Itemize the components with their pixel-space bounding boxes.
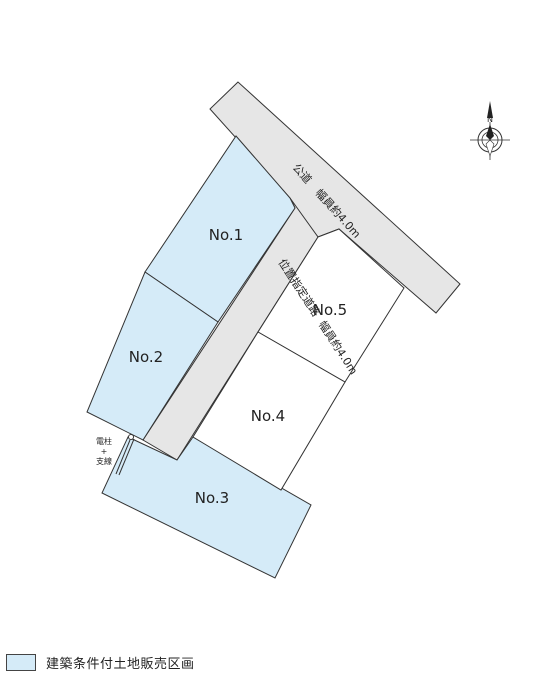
lot-no2-label: No.2: [129, 348, 163, 366]
compass-north-label: N: [487, 115, 493, 124]
lot-no4-label: No.4: [251, 407, 285, 425]
lot-no3: [101, 436, 312, 579]
utility-pole-label-1: 電柱: [96, 436, 112, 446]
lot-no4: [192, 331, 346, 491]
legend: 建築条件付土地販売区画: [6, 653, 195, 672]
legend-label: 建築条件付土地販売区画: [46, 657, 195, 672]
utility-pole-marker: [115, 434, 135, 476]
utility-pole-label-2: +: [101, 447, 108, 456]
utility-pole-label-3: 支線: [96, 456, 112, 466]
lot-no1-label: No.1: [209, 226, 243, 244]
compass-icon: [470, 101, 510, 160]
lot-no5: [257, 228, 405, 383]
lot-no3-label: No.3: [195, 489, 229, 507]
lot-no1: [144, 135, 296, 323]
lot-no5-label: No.5: [313, 301, 347, 319]
lot-no2: [86, 271, 219, 441]
legend-swatch: [6, 654, 36, 671]
